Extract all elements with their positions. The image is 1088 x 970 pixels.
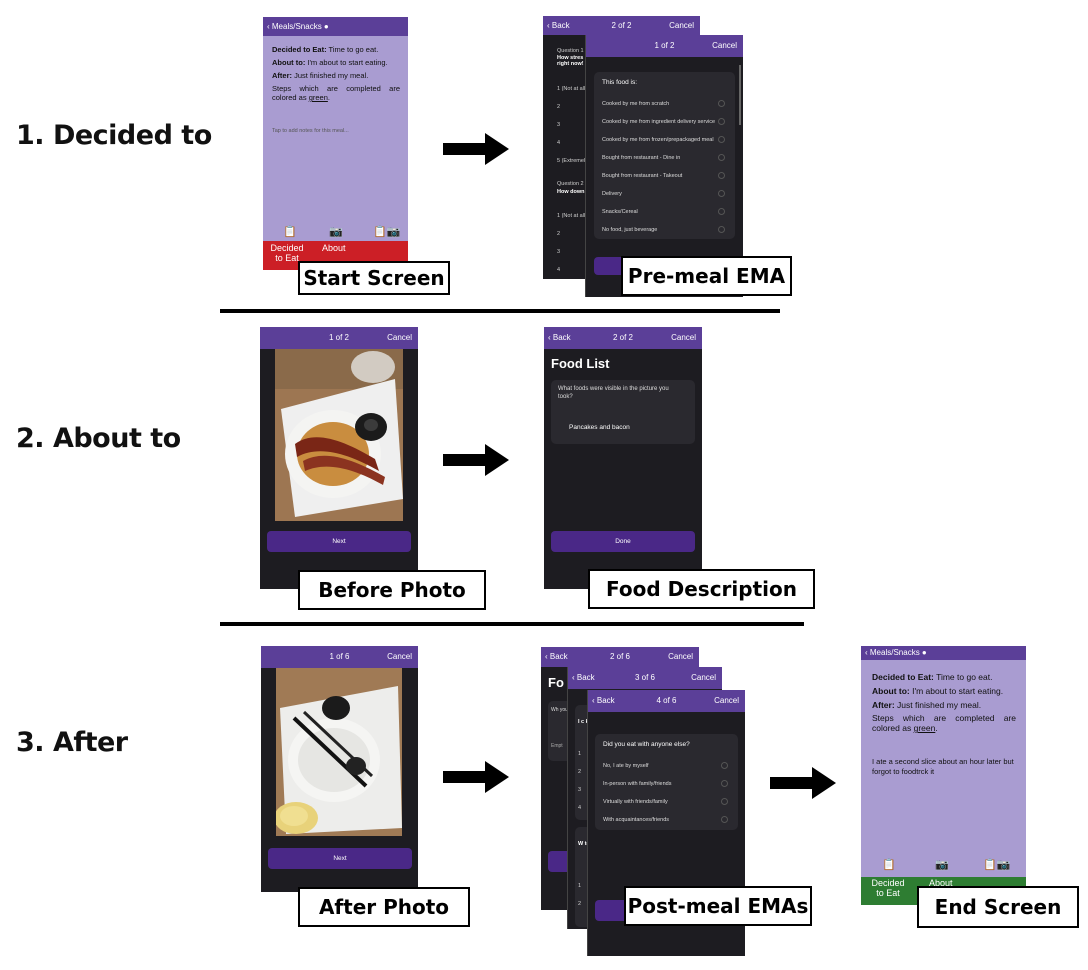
page-title: Food List — [551, 356, 610, 371]
cancel-button[interactable]: Cancel — [714, 696, 739, 705]
cancel-button[interactable]: Cancel — [387, 333, 412, 342]
tab-about[interactable]: About — [929, 878, 953, 888]
food-source-question: This food is: Cooked by me from scratch … — [594, 72, 735, 239]
arrow-right-icon — [443, 133, 509, 165]
clipboard-icon[interactable]: 📋 — [283, 226, 297, 238]
cancel-button[interactable]: Cancel — [387, 652, 412, 661]
row-label-after: 3. After — [16, 727, 128, 758]
option[interactable]: Cooked by me from scratch — [602, 100, 727, 107]
camera-icon[interactable]: 📷 — [329, 226, 343, 238]
companion-question: Did you eat with anyone else? No, I ate … — [595, 734, 738, 830]
next-button[interactable]: Next — [267, 531, 411, 552]
steps-legend: Steps which are completed are colored as… — [272, 84, 400, 102]
caption-start-screen: Start Screen — [298, 261, 450, 295]
done-button[interactable]: Done — [551, 531, 695, 552]
tab-about[interactable]: About — [322, 243, 346, 253]
cancel-button[interactable]: Cancel — [691, 673, 716, 682]
meal-photo — [276, 668, 402, 836]
about-status: About to: I'm about to start eating. — [272, 58, 388, 67]
cancel-button[interactable]: Cancel — [669, 21, 694, 30]
option[interactable]: No, I ate by myself — [603, 762, 730, 769]
caption-before-photo: Before Photo — [298, 570, 486, 610]
after-status: After: Just finished my meal. — [272, 71, 369, 80]
back-button[interactable]: ‹ Back — [572, 673, 595, 682]
back-button[interactable]: ‹ Back — [548, 333, 571, 342]
option[interactable]: In-person with family/friends — [603, 780, 730, 787]
arrow-right-icon — [770, 767, 836, 799]
after-status: After: Just finished my meal. — [872, 700, 982, 710]
cancel-button[interactable]: Cancel — [671, 333, 696, 342]
cancel-button[interactable]: Cancel — [712, 41, 737, 50]
caption-food-description: Food Description — [588, 569, 815, 609]
decided-status: Decided to Eat: Time to go eat. — [872, 672, 993, 682]
caption-pre-meal-ema: Pre-meal EMA — [621, 256, 792, 296]
meal-photo — [275, 349, 403, 521]
back-button[interactable]: ‹ Back — [547, 21, 570, 30]
camera-icon[interactable]: 📷 — [935, 859, 949, 871]
tab-decided[interactable]: Decided to Eat — [871, 878, 905, 898]
start-screen: ‹ Meals/Snacks ● Decided to Eat: Time to… — [263, 17, 408, 270]
row-label-decided: 1. Decided to — [16, 120, 212, 151]
cancel-button[interactable]: Cancel — [668, 652, 693, 661]
option[interactable]: Cooked by me from ingredient delivery se… — [602, 118, 727, 125]
clipboard-icon[interactable]: 📋 — [882, 859, 896, 871]
food-answer-field[interactable]: Pancakes and bacon — [569, 424, 630, 431]
nav-bar: ‹ Meals/Snacks ● — [263, 17, 408, 36]
option[interactable]: Bought from restaurant - Takeout — [602, 172, 727, 179]
option[interactable]: No food, just beverage — [602, 226, 727, 233]
notes-input[interactable]: Tap to add notes for this meal... — [272, 128, 349, 134]
caption-end-screen: End Screen — [917, 886, 1079, 928]
tab-decided[interactable]: Decided to Eat — [270, 243, 304, 263]
submit-button[interactable] — [548, 851, 572, 872]
back-button[interactable]: ‹ Back — [592, 696, 615, 705]
arrow-right-icon — [443, 761, 509, 793]
option[interactable]: Bought from restaurant - Dine in — [602, 154, 727, 161]
divider-line-2 — [220, 622, 804, 626]
end-screen: ‹ Meals/Snacks ● Decided to Eat: Time to… — [861, 646, 1026, 905]
arrow-right-icon — [443, 444, 509, 476]
row-label-about: 2. About to — [16, 423, 181, 454]
clipboard-camera-icon[interactable]: 📋📷 — [983, 859, 1011, 871]
back-button[interactable]: ‹ Meals/Snacks ● — [865, 648, 927, 657]
clipboard-camera-icon[interactable]: 📋📷 — [373, 226, 401, 238]
caption-post-meal-emas: Post-meal EMAs — [624, 886, 812, 926]
option[interactable]: Virtually with friends/family — [603, 798, 730, 805]
about-status: About to: I'm about to start eating. — [872, 686, 1004, 696]
option[interactable]: Cooked by me from frozen/prepackaged mea… — [602, 136, 727, 143]
option[interactable]: Snacks/Cereal — [602, 208, 727, 215]
option[interactable]: Delivery — [602, 190, 727, 197]
back-button[interactable]: ‹ Back — [545, 652, 568, 661]
divider-line-1 — [220, 309, 780, 313]
option[interactable]: With acquaintances/friends — [603, 816, 730, 823]
steps-legend: Steps which are completed are colored as… — [872, 713, 1016, 734]
decided-status: Decided to Eat: Time to go eat. — [272, 45, 379, 54]
meal-notes[interactable]: I ate a second slice about an hour later… — [872, 757, 1014, 776]
scrollbar[interactable] — [739, 65, 741, 125]
food-list-question: What foods were visible in the picture y… — [551, 380, 695, 444]
back-button[interactable]: ‹ Meals/Snacks ● — [267, 22, 329, 31]
caption-after-photo: After Photo — [298, 887, 470, 927]
next-button[interactable]: Next — [268, 848, 412, 869]
